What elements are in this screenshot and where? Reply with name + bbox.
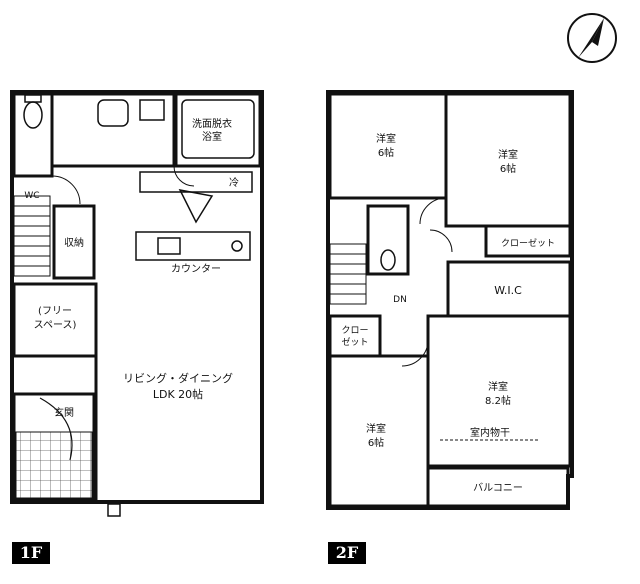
2f-outer-wall <box>326 90 574 510</box>
1f-bath-room <box>174 92 262 168</box>
1f-label-living-1: リビング・ダイニング <box>123 371 233 385</box>
floor-2f <box>326 90 574 510</box>
2f-label-indoor-dry: 室内物干 <box>470 426 510 439</box>
floor-badge-1f: 1F <box>12 542 50 564</box>
1f-sink-area <box>50 92 176 168</box>
2f-stairs <box>329 243 367 305</box>
1f-entrance <box>12 392 96 502</box>
2f-label-west2-2: 6帖 <box>500 162 516 175</box>
2f-balcony <box>426 466 570 508</box>
2f-label-wic: W.I.C <box>494 284 522 297</box>
1f-label-entrance: 玄関 <box>54 406 74 419</box>
2f-label-west2-1: 洋室 <box>498 148 518 161</box>
1f-kitchen <box>135 171 253 261</box>
1f-label-living-2: LDK 20帖 <box>153 388 203 401</box>
1f-label-wc: WC <box>24 191 39 201</box>
2f-label-closet-left-1: クロー <box>341 325 368 336</box>
floor-2f-labels: 洋室 6帖 洋室 6帖 クローゼット W.I.C クロー ゼット DN 洋室 8… <box>341 132 555 494</box>
2f-label-closet-left-2: ゼット <box>341 336 368 348</box>
2f-label-closet-right: クローゼット <box>501 237 555 249</box>
2f-closet-left <box>328 314 382 358</box>
1f-label-bath: 浴室 <box>202 130 222 143</box>
north-arrow-icon <box>567 13 617 63</box>
2f-toilet <box>366 204 410 276</box>
2f-closet-right <box>484 224 572 258</box>
floor-1f-labels: 洗面脱衣 浴室 冷 WC 収納 (フリー スペース) 玄関 カウンター リビング… <box>24 117 239 419</box>
2f-label-west3-1: 洋室 <box>488 380 508 393</box>
2f-room-bottom-right <box>426 314 572 468</box>
floor-badge-2f: 2F <box>328 542 366 564</box>
floor-1f <box>10 90 264 517</box>
2f-label-balcony: バルコニー <box>473 482 523 494</box>
2f-label-west1-2: 6帖 <box>378 146 394 159</box>
1f-toilet-room <box>12 92 54 178</box>
1f-stairs <box>13 195 51 277</box>
1f-label-free-space-2: スペース) <box>34 320 77 331</box>
1f-outer-wall <box>10 90 264 504</box>
1f-label-wash: 洗面脱衣 <box>192 117 232 130</box>
2f-label-west1-1: 洋室 <box>376 132 396 145</box>
2f-label-west4-1: 洋室 <box>366 422 386 435</box>
2f-label-west3-2: 8.2帖 <box>485 394 511 407</box>
1f-label-fridge: 冷 <box>229 176 239 189</box>
2f-room-top-left <box>328 92 448 200</box>
1f-label-counter: カウンター <box>171 263 221 275</box>
2f-label-dn: DN <box>393 295 407 305</box>
1f-label-storage: 収納 <box>64 236 84 249</box>
1f-storage <box>52 204 96 280</box>
1f-label-free-space-1: (フリー <box>38 306 72 317</box>
2f-label-west4-2: 6帖 <box>368 436 384 449</box>
